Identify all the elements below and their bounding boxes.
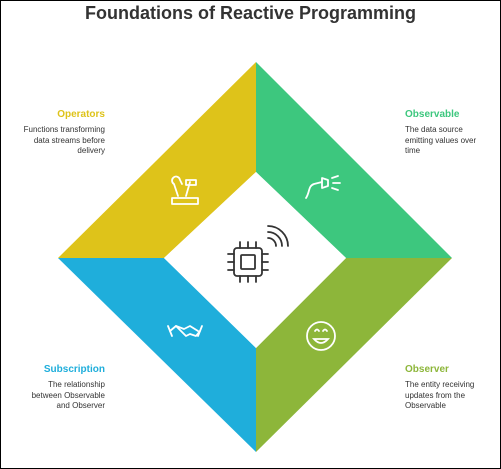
observable-text: Observable The data source emitting valu…	[405, 109, 497, 157]
operators-quadrant	[58, 62, 256, 258]
tools-icon	[171, 175, 199, 205]
observer-text: Observer The entity receiving updates fr…	[405, 364, 497, 412]
handshake-icon	[167, 325, 203, 337]
observable-heading: Observable	[405, 109, 460, 120]
operators-description: Functions transforming data streams befo…	[23, 125, 105, 155]
subscription-text: Subscription The relationship between Ob…	[0, 364, 105, 412]
subscription-heading: Subscription	[43, 364, 105, 375]
observer-quadrant	[256, 258, 452, 452]
observer-heading: Observer	[405, 364, 449, 375]
hose-icon	[305, 175, 341, 199]
observable-description: The data source emitting values over tim…	[405, 125, 477, 155]
diagram-title: Foundations of Reactive Programming	[84, 3, 417, 23]
subscription-description: The relationship between Observable and …	[31, 380, 105, 410]
subscription-quadrant	[58, 258, 256, 452]
observer-description: The entity receiving updates from the Ob…	[405, 380, 475, 410]
smiley-icon	[306, 321, 336, 351]
operators-text: Operators Functions transforming data st…	[0, 109, 105, 157]
chip-signal-icon	[227, 225, 289, 283]
observable-quadrant	[256, 62, 452, 258]
operators-heading: Operators	[57, 109, 105, 120]
